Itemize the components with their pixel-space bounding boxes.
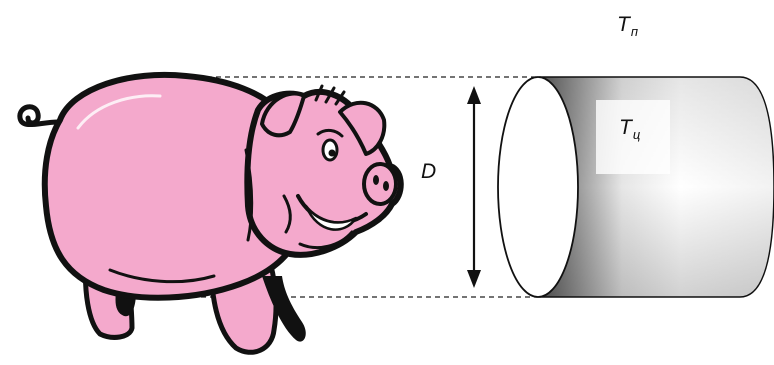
diameter-label: D [421, 160, 437, 183]
surface-temperature-label: Tп [617, 14, 638, 38]
double-arrow-icon [467, 86, 481, 288]
center-temperature-symbol: T [619, 116, 632, 139]
pig-icon [17, 71, 404, 355]
center-temperature-subscript: ц [632, 127, 641, 142]
cylinder-icon [497, 76, 774, 298]
center-temperature-label: Tц [619, 117, 640, 141]
surface-temperature-symbol: T [617, 13, 630, 36]
surface-temperature-subscript: п [630, 24, 638, 39]
